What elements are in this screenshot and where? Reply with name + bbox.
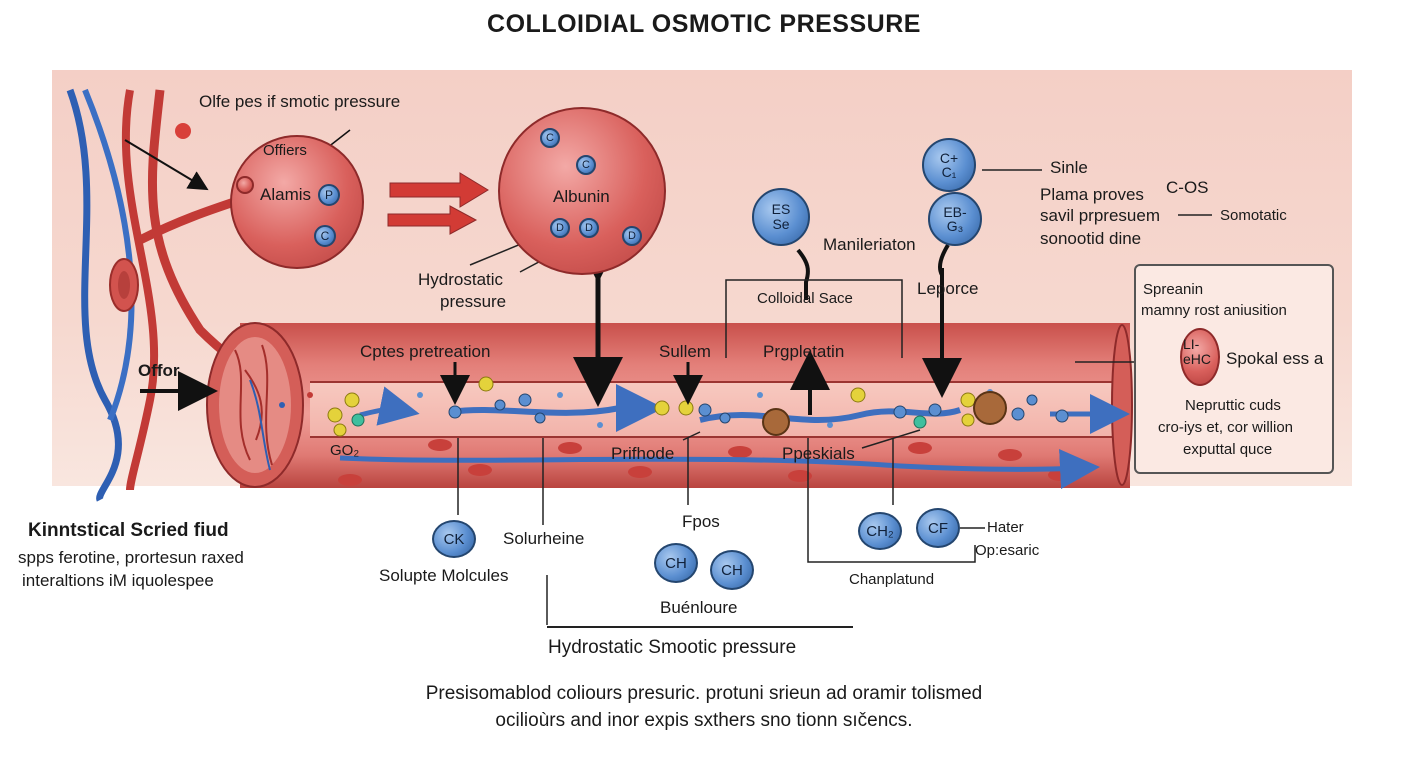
- label-sinle: Sinle: [1050, 158, 1088, 177]
- label-leporce: Leporce: [917, 279, 979, 298]
- lhc-cell: [1180, 328, 1220, 386]
- red-cell-small: [236, 176, 254, 194]
- label-pressure: pressure: [440, 292, 507, 311]
- label-solurheine: Solurheine: [503, 529, 585, 548]
- side-inset-box: [1134, 264, 1334, 474]
- molecule-p: P: [318, 184, 340, 206]
- description-line-1: Presisomablod coliours presuric. protuni…: [425, 683, 983, 704]
- label-chanplatund: Chanplatund: [849, 571, 935, 588]
- molecule-ch: CH: [654, 543, 698, 583]
- label-nepruttic-cuds: Nepruttic cuds: [1185, 397, 1281, 414]
- label-plama-proves: Plama proves: [1040, 185, 1144, 204]
- divider-line: [547, 626, 853, 628]
- label-opesaric: Op:esaric: [975, 542, 1040, 559]
- label-albunin: Albunin: [553, 187, 610, 206]
- alamis-sphere: [230, 135, 364, 269]
- label-top-left-caption: Olfe pes if smotic pressure: [199, 92, 401, 111]
- diagram-title: COLLOIDIAL OSMOTIC PRESSURE: [487, 10, 921, 38]
- label-manileriaton: Manileriaton: [823, 235, 916, 254]
- molecule-c: C: [314, 225, 336, 247]
- label-sonootid-dine: sonootid dine: [1040, 229, 1142, 248]
- molecule-d: D: [622, 226, 642, 246]
- black-arrows: [140, 233, 962, 415]
- label-solupte-molcules: Solupte Molcules: [379, 566, 509, 585]
- pointer-line: [124, 139, 209, 191]
- label-alamis: Alamis: [260, 185, 312, 204]
- label-cptes-pretreation: Cptes pretreation: [360, 342, 491, 361]
- label-spreanin: Spreanin: [1143, 281, 1204, 298]
- lumen-molecules: [279, 376, 1069, 437]
- description: Presisomablod coliours presuric. protuni…: [0, 680, 1408, 734]
- label-prgpletatin: Prgpletatin: [763, 342, 845, 361]
- lhc-label: LI- eHC: [1183, 336, 1212, 367]
- molecule-ck: CK: [432, 520, 476, 558]
- label-hater: Hater: [987, 519, 1024, 536]
- label-cro-iys: cro-iys et, cor willion: [1158, 419, 1294, 436]
- albunin-sphere: [498, 107, 666, 275]
- label-buenloure: Buénloure: [660, 598, 738, 617]
- label-kinntstical-title: Kinntstical Scried fiud: [28, 520, 229, 541]
- label-offiers: Offiers: [263, 142, 307, 159]
- molecule-d: D: [579, 218, 599, 238]
- label-savil-prpresuem: savil prpresuem: [1040, 206, 1160, 225]
- label-ppeskials: Ppeskials: [782, 444, 855, 463]
- label-c-os: C-OS: [1166, 178, 1209, 197]
- label-offor: Offor: [138, 361, 180, 380]
- molecule-d: D: [550, 218, 570, 238]
- label-hydrostatic-smootic: Hydrostatic Smootic pressure: [548, 637, 797, 658]
- label-sullem: Sullem: [659, 342, 711, 361]
- molecule-es-se: ES Se: [752, 188, 810, 246]
- label-fpos: Fpos: [682, 512, 720, 531]
- molecule-eb-g3: EB- G₃: [928, 192, 982, 246]
- molecule-c: C: [540, 128, 560, 148]
- label-prifhode: Prifhode: [611, 444, 675, 463]
- molecule-cf: CF: [916, 508, 960, 548]
- label-kinntstical-line1: spps ferotine, prortesun raxed: [18, 548, 244, 567]
- label-spokal-ess: Spokal ess a: [1226, 349, 1324, 368]
- molecule-c: C: [576, 155, 596, 175]
- molecule-ch: CH: [710, 550, 754, 590]
- label-mamny-rost: mamny rost aniusition: [1141, 302, 1287, 319]
- label-kinntstical-line2: interaltions iM iquolespee: [22, 571, 214, 590]
- label-somotatic: Somotatic: [1220, 207, 1287, 224]
- description-line-2: ocilioùrs and inor expis sxthers sno tio…: [495, 710, 913, 731]
- label-colloidal-sace: Colloidal Sace: [757, 290, 853, 307]
- label-hydrostatic: Hydrostatic: [418, 270, 504, 289]
- red-arrows: [387, 172, 489, 235]
- label-go2: GO₂: [330, 442, 360, 459]
- label-exputtal-quce: exputtal quce: [1183, 441, 1273, 458]
- molecule-c-plus: C+ C₁: [922, 138, 976, 192]
- molecule-ch2: CH₂: [858, 512, 902, 550]
